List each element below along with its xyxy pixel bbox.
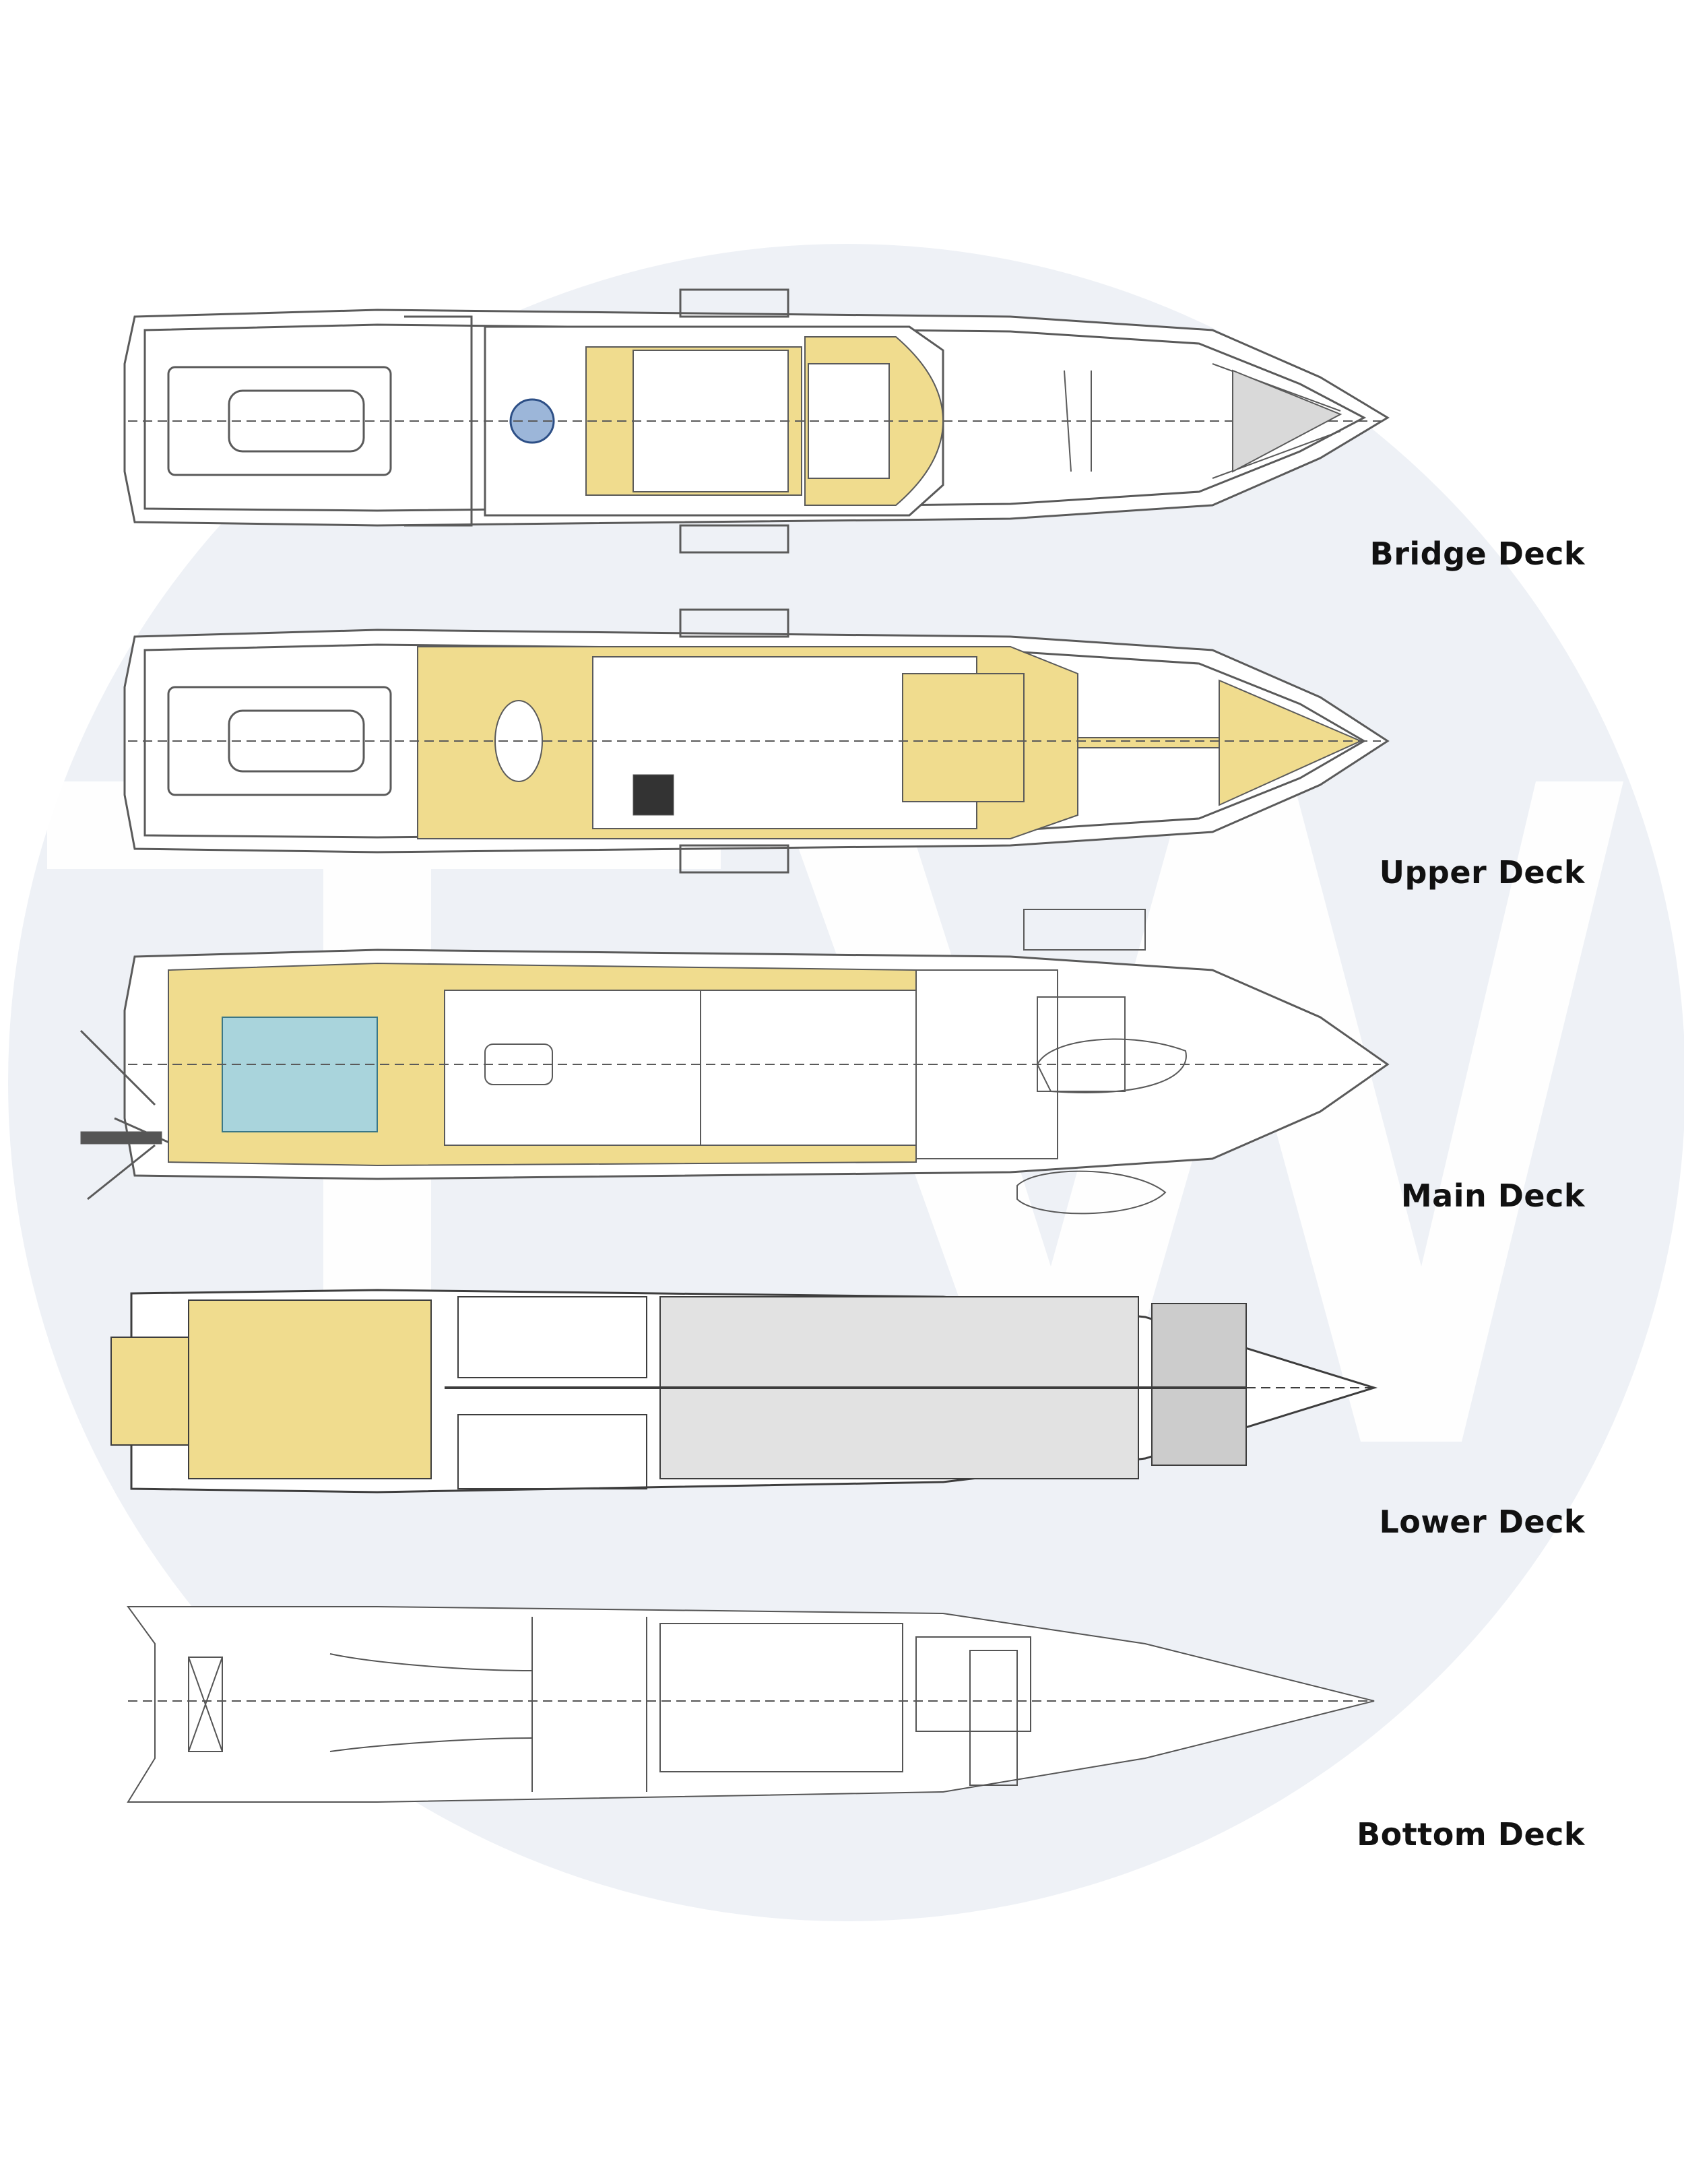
upper-deck-plan: [123, 608, 1390, 874]
deck-label-lower: Lower Deck: [1379, 1504, 1585, 1540]
deck-label-bridge: Bridge Deck: [1369, 536, 1585, 572]
bridge-deck-plan: [123, 288, 1390, 554]
bottom-deck-plan: [127, 1606, 1375, 1803]
deck-label-bottom: Bottom Deck: [1357, 1816, 1585, 1853]
main-deck-plan: [79, 909, 1390, 1215]
lower-deck-plan: [110, 1289, 1378, 1494]
deck-label-main: Main Deck: [1400, 1178, 1585, 1214]
deck-label-upper: Upper Deck: [1379, 854, 1585, 891]
